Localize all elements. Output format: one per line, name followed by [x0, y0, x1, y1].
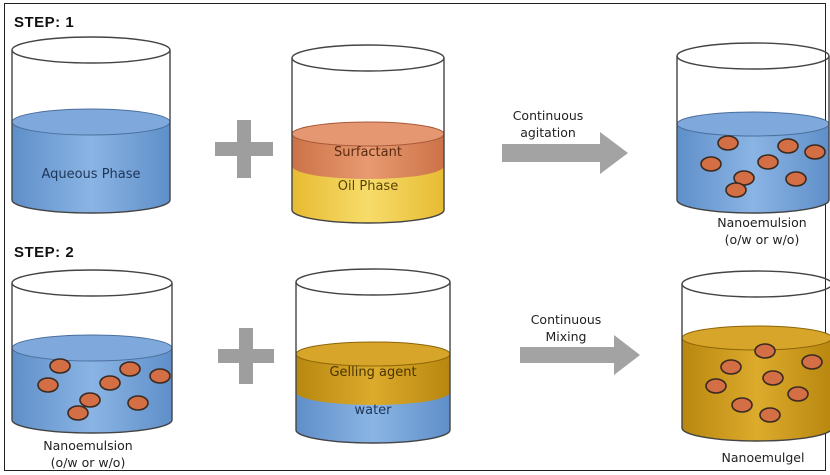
droplet: [119, 361, 141, 377]
droplet: [801, 354, 823, 370]
nanoemulsion-result-line1: Nanoemulsion: [717, 215, 806, 230]
droplet: [731, 397, 753, 413]
droplet: [49, 358, 71, 374]
droplet: [725, 182, 747, 198]
arrow-step-1: Continuous agitation: [502, 108, 628, 174]
arrow2-line1: Continuous: [531, 312, 602, 327]
droplet: [754, 343, 776, 359]
droplet: [700, 156, 722, 172]
nanoemulgel-label: Nanoemulgel: [722, 450, 805, 465]
step-1-label: STEP: 1: [14, 14, 75, 31]
beaker-surfactant-oil: Surfactant Oil Phase: [291, 44, 445, 224]
oil-phase-label: Oil Phase: [338, 179, 398, 194]
droplet: [720, 359, 742, 375]
droplet: [79, 392, 101, 408]
droplet: [759, 407, 781, 423]
arrow-step-2: Continuous Mixing: [520, 312, 640, 375]
droplet: [787, 386, 809, 402]
droplet: [717, 135, 739, 151]
beaker-gelling-water: Gelling agent water: [295, 268, 451, 444]
droplet: [705, 378, 727, 394]
droplet: [762, 370, 784, 386]
plus-sign-2: [218, 328, 274, 384]
arrow1-line1: Continuous: [513, 108, 584, 123]
plus-sign-1: [215, 120, 273, 178]
droplet: [99, 375, 121, 391]
arrow1-line2: agitation: [520, 125, 576, 140]
nanoemulsion-input-line1: Nanoemulsion: [43, 438, 132, 453]
droplet: [37, 377, 59, 393]
beaker-nanoemulsion-result: Nanoemulsion (o/w or w/o): [676, 42, 830, 247]
droplet: [777, 138, 799, 154]
beaker-nanoemulsion-input: Nanoemulsion (o/w or w/o): [11, 269, 173, 470]
step-2-label: STEP: 2: [14, 244, 75, 261]
beaker-nanoemulgel: Nanoemulgel: [681, 270, 830, 465]
nanoemulsion-result-line2: (o/w or w/o): [725, 232, 800, 247]
water-label: water: [354, 403, 392, 418]
droplet: [785, 171, 807, 187]
surfactant-label: Surfactant: [334, 145, 402, 160]
beaker-aqueous: Aqueous Phase: [11, 36, 171, 214]
arrow2-line2: Mixing: [546, 329, 587, 344]
droplet: [757, 154, 779, 170]
droplet: [149, 368, 171, 384]
gelling-agent-label: Gelling agent: [329, 365, 416, 380]
droplet: [67, 405, 89, 421]
aqueous-phase-label: Aqueous Phase: [41, 167, 140, 182]
droplet: [127, 395, 149, 411]
droplet: [804, 144, 826, 160]
nanoemulsion-input-line2: (o/w or w/o): [51, 455, 126, 470]
